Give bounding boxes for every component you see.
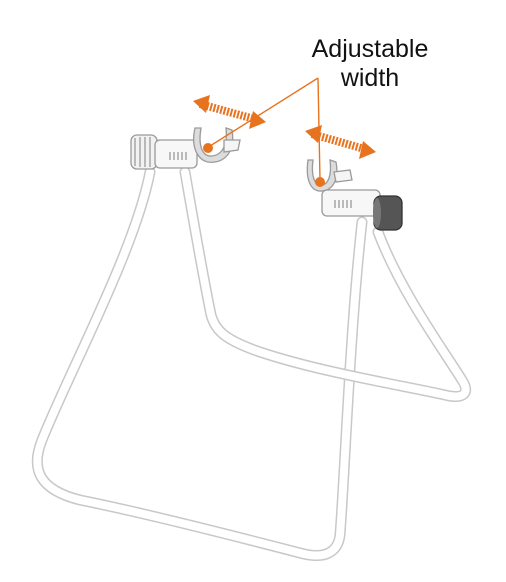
leader-lines bbox=[209, 77, 321, 181]
annotation-title-line-2: width bbox=[340, 64, 400, 92]
stand-frame bbox=[31, 166, 472, 562]
left-clamp bbox=[130, 127, 241, 170]
right-width-arrow bbox=[305, 125, 376, 159]
right-clamp bbox=[306, 159, 403, 231]
left-width-arrow bbox=[193, 95, 266, 129]
leader-line-right bbox=[317, 77, 321, 181]
right-cradle bbox=[306, 159, 338, 192]
annotation-title-line-1: Adjustable bbox=[311, 35, 429, 63]
left-cradle bbox=[193, 127, 234, 163]
leader-line-left bbox=[209, 77, 319, 147]
right-contact-dot bbox=[315, 177, 325, 187]
